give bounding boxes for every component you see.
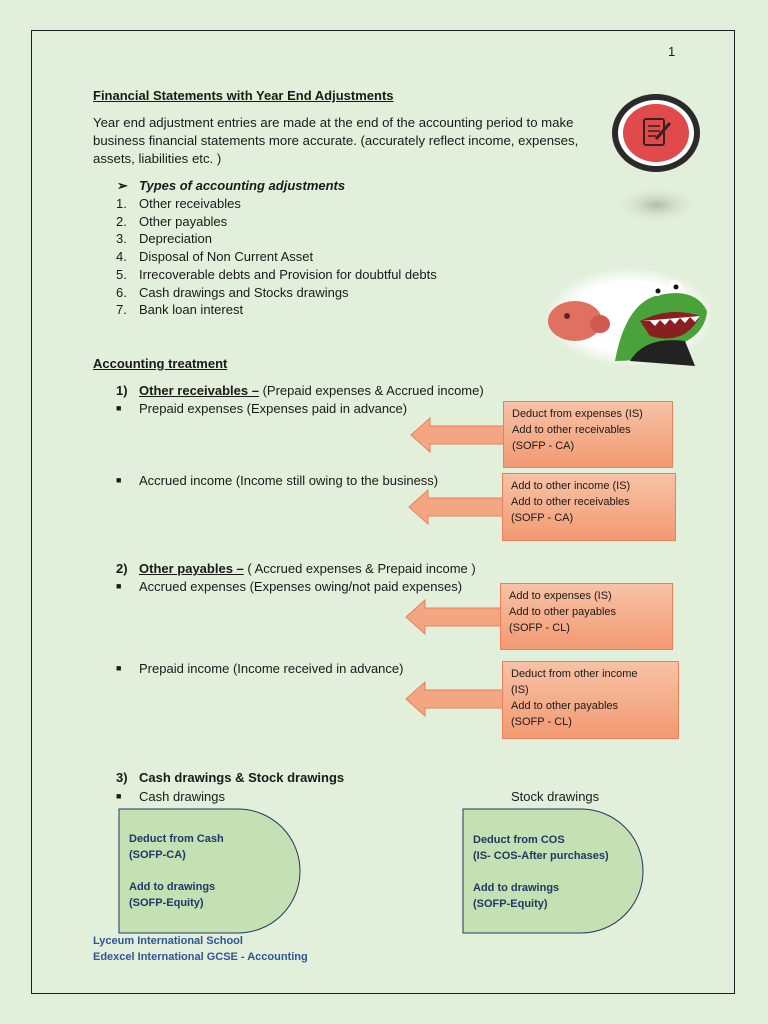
list-item: 6.Cash drawings and Stocks drawings [116, 284, 349, 300]
left-arrow-icon [408, 489, 505, 525]
accounting-treatment-heading: Accounting treatment [93, 356, 228, 371]
rightward-arrow-bullet-icon: ➢ [117, 178, 128, 193]
notepad-pencil-icon [612, 94, 700, 172]
page-number: 1 [668, 44, 676, 59]
types-list: 1.Other receivables 2.Other payables 3.D… [116, 195, 437, 319]
section-1-heading: 1)Other receivables – (Prepaid expenses … [116, 383, 484, 398]
list-item: 5.Irrecoverable debts and Provision for … [116, 266, 437, 282]
footer-school: Lyceum International School [93, 935, 243, 947]
callout-prepaid-income: Deduct from other income(IS)Add to other… [502, 661, 679, 739]
left-arrow-icon [405, 599, 503, 635]
bullet-accrued-income: ■Accrued income (Income still owing to t… [116, 473, 439, 488]
intro-paragraph: Year end adjustment entries are made at … [93, 115, 579, 166]
bullet-prepaid-income: ■Prepaid income (Income received in adva… [116, 661, 404, 676]
cash-drawings-shape [118, 808, 301, 934]
footer-course: Edexcel International GCSE - Accounting [93, 950, 308, 963]
stock-drawings-label: Stock drawings [511, 789, 600, 804]
bullet-cash-drawings: ■Cash drawings [116, 789, 225, 804]
shadow-decoration [613, 186, 701, 224]
cash-drawings-text: Deduct from Cash(SOFP-CA)Add to drawings… [129, 833, 224, 909]
list-item: 1.Other receivables [116, 196, 241, 211]
section-3-heading: 3)Cash drawings & Stock drawings [116, 770, 345, 785]
stock-drawings-shape [462, 808, 644, 934]
crocodile-piggybank-image [546, 267, 714, 367]
stock-drawings-text: Deduct from COS(IS- COS-After purchases)… [473, 834, 609, 910]
callout-accrued-income: Add to other income (IS)Add to other rec… [502, 473, 676, 541]
list-item: 3.Depreciation [116, 231, 212, 247]
list-item: 4.Disposal of Non Current Asset [116, 249, 314, 265]
page-title: Financial Statements with Year End Adjus… [93, 88, 394, 103]
page-border [31, 30, 735, 994]
callout-accrued-expenses: Add to expenses (IS)Add to other payable… [500, 583, 673, 650]
types-heading-text: Types of accounting adjustments [139, 178, 346, 193]
types-heading: ➢ Types of accounting adjustments [117, 178, 345, 194]
list-item: 2.Other payables [116, 213, 228, 229]
footer: Lyceum International School Edexcel Inte… [93, 934, 308, 965]
bullet-prepaid-expenses: ■Prepaid expenses (Expenses paid in adva… [116, 401, 408, 416]
section-2-heading: 2)Other payables – ( Accrued expenses & … [116, 561, 476, 576]
list-item: 7.Bank loan interest [116, 302, 244, 318]
bullet-accrued-expenses: ■Accrued expenses (Expenses owing/not pa… [116, 579, 463, 594]
callout-prepaid-expenses: Deduct from expenses (IS)Add to other re… [503, 401, 673, 468]
left-arrow-icon [410, 417, 505, 453]
left-arrow-icon [405, 681, 504, 717]
